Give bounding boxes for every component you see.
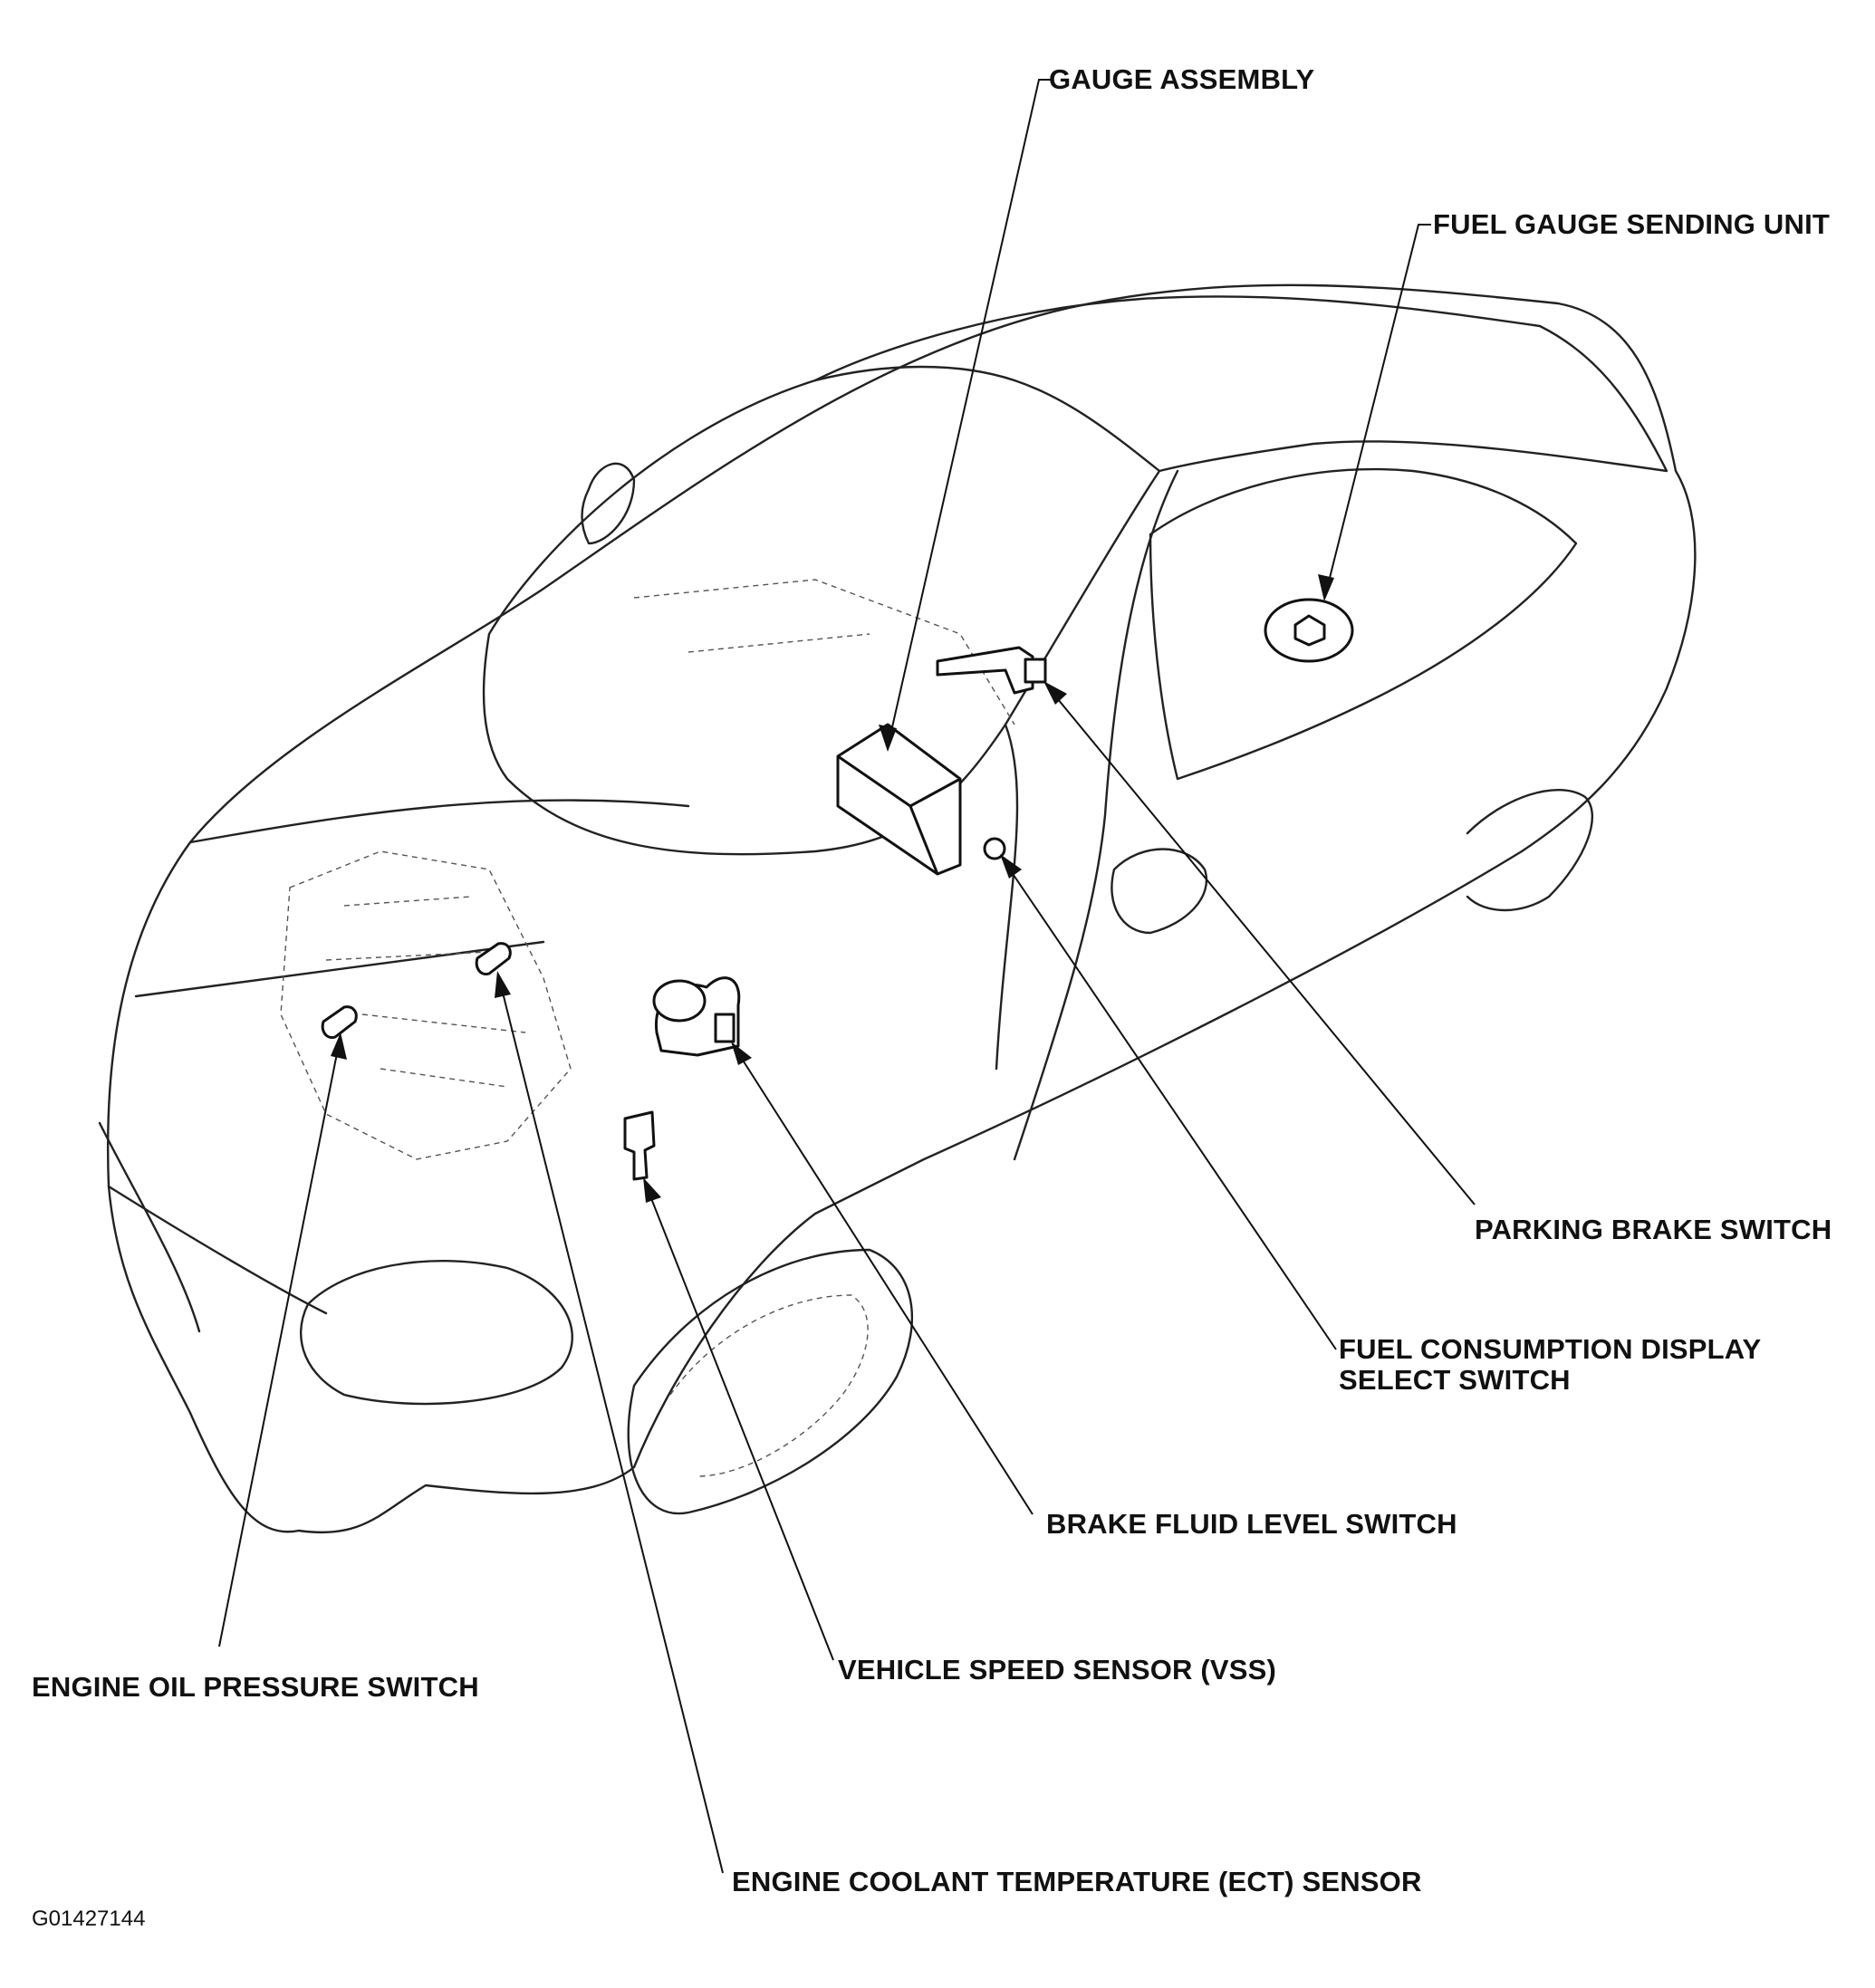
label-fuel-consumption-display: FUEL CONSUMPTION DISPLAY — [1339, 1333, 1762, 1365]
leader-ect — [498, 977, 724, 1874]
brake-fluid-reservoir-part — [652, 976, 741, 1057]
leader-brake-fluid — [735, 1048, 1034, 1515]
oil-pressure-switch-part — [321, 1005, 358, 1040]
leader-fuel-gauge — [1326, 224, 1431, 590]
fuel-consumption-switch-part — [983, 837, 1006, 860]
leader-oil-pressure — [218, 1039, 341, 1647]
label-fuel-gauge-sending-unit: FUEL GAUGE SENDING UNIT — [1433, 208, 1831, 240]
leader-gauge-assembly — [887, 79, 1051, 748]
fuel-gauge-sending-unit-part — [1264, 598, 1354, 663]
leader-fuel-consumption — [1003, 860, 1337, 1350]
label-engine-coolant-temperature-sensor: ENGINE COOLANT TEMPERATURE (ECT) SENSOR — [732, 1866, 1422, 1897]
figure-code: G01427144 — [32, 1906, 146, 1931]
label-vehicle-speed-sensor: VEHICLE SPEED SENSOR (VSS) — [838, 1654, 1277, 1685]
vehicle-speed-sensor-part — [623, 1110, 656, 1181]
components — [321, 598, 1354, 1181]
parking-brake-switch-part — [936, 646, 1047, 695]
label-gauge-assembly: GAUGE ASSEMBLY — [1049, 63, 1315, 95]
label-brake-fluid-level-switch: BRAKE FLUID LEVEL SWITCH — [1046, 1508, 1457, 1540]
car-body — [98, 283, 1697, 1534]
label-parking-brake-switch: PARKING BRAKE SWITCH — [1475, 1214, 1832, 1245]
label-select-switch: SELECT SWITCH — [1339, 1364, 1571, 1396]
ect-sensor-part — [475, 942, 512, 976]
label-engine-oil-pressure-switch: ENGINE OIL PRESSURE SWITCH — [32, 1671, 479, 1703]
leader-lines — [218, 79, 1476, 1874]
leader-parking-brake — [1048, 687, 1476, 1205]
gauge-assembly-part — [836, 723, 962, 876]
leader-vss — [645, 1184, 834, 1661]
